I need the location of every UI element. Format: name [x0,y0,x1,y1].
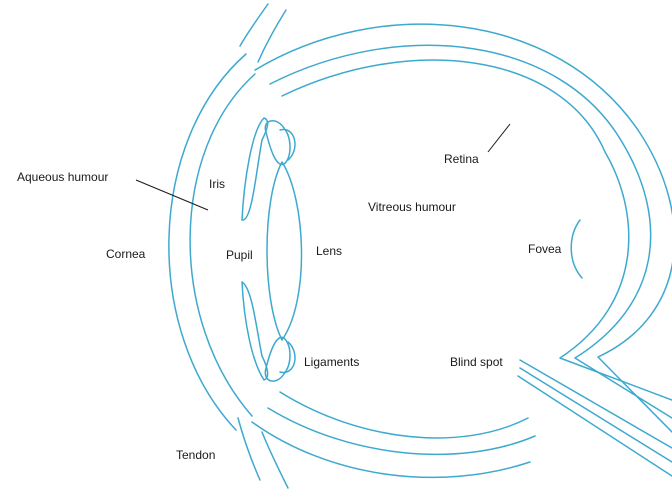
lens-label: Lens [316,244,342,258]
iris-lower [242,282,268,380]
pupil-label: Pupil [226,248,253,262]
lens-outline [267,162,302,340]
fovea-label: Fovea [528,242,561,256]
optic-nerve-line-2 [520,368,672,462]
iris-label: Iris [209,177,225,191]
vitreous-humour-label: Vitreous humour [368,200,456,214]
retina-label: Retina [444,152,479,166]
ciliary-body-lower [265,337,290,381]
retina-leader [488,124,510,152]
ciliary-body-upper [265,121,290,165]
lower-tendon-inner [262,432,288,488]
upper-tendon-inner [258,10,286,62]
cornea-outer [169,54,246,430]
cornea-inner [190,74,255,416]
lower-tendon-outer [238,418,260,480]
fovea-bump [571,220,582,278]
ligaments-label: Ligaments [304,355,359,369]
retina-lower-layer [280,392,528,438]
sclera-outer [255,24,672,432]
cornea-label: Cornea [106,247,145,261]
upper-tendon-outer [240,4,268,46]
iris-upper [242,118,268,220]
tendon-label: Tendon [176,448,215,462]
blind-spot-label: Blind spot [450,355,503,369]
aqueous-humour-label: Aqueous humour [17,170,108,184]
